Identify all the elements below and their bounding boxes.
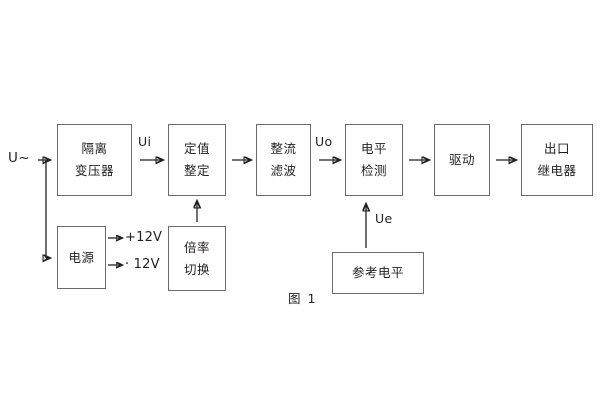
block-line: 定值 [183,141,210,157]
input-label-u-ac: U~ [8,150,31,166]
block-line: 倍率 [183,239,210,255]
block-line: 驱动 [448,152,475,168]
block-rectify-filter[interactable]: 整流 滤波 [256,124,311,196]
block-line: 隔离 [81,141,108,157]
block-multiplier-switch[interactable]: 倍率 切换 [168,226,226,291]
block-line: 检测 [360,163,387,178]
block-line: 切换 [183,261,210,277]
block-line: 整流 [270,141,297,157]
block-line: 整定 [183,163,210,178]
rail-label-negative-12v: · 12V [125,257,160,272]
signal-label-ue: Ue [375,211,393,226]
block-line: 滤波 [270,163,297,178]
block-drive[interactable]: 驱动 [434,124,490,196]
block-line: 电平 [360,141,387,157]
figure-caption: 图 1 [288,291,317,306]
block-line: 变压器 [74,163,114,178]
block-reference-level[interactable]: 参考电平 [332,252,424,294]
block-setting-value[interactable]: 定值 整定 [168,124,226,196]
signal-label-uo: Uo [315,134,333,149]
block-line: 继电器 [537,163,577,178]
block-level-detect[interactable]: 电平 检测 [345,124,403,196]
block-isolation-transformer[interactable]: 隔离 变压器 [57,124,132,196]
block-power-supply[interactable]: 电源 [57,226,106,289]
block-line: 出口 [543,141,570,157]
signal-label-ui: Ui [138,134,152,149]
block-output-relay[interactable]: 出口 继电器 [521,124,593,196]
input-bus-wire [38,160,50,258]
rail-label-positive-12v: +12V [125,230,163,245]
block-line: 参考电平 [351,265,404,281]
block-line: 电源 [68,249,95,265]
